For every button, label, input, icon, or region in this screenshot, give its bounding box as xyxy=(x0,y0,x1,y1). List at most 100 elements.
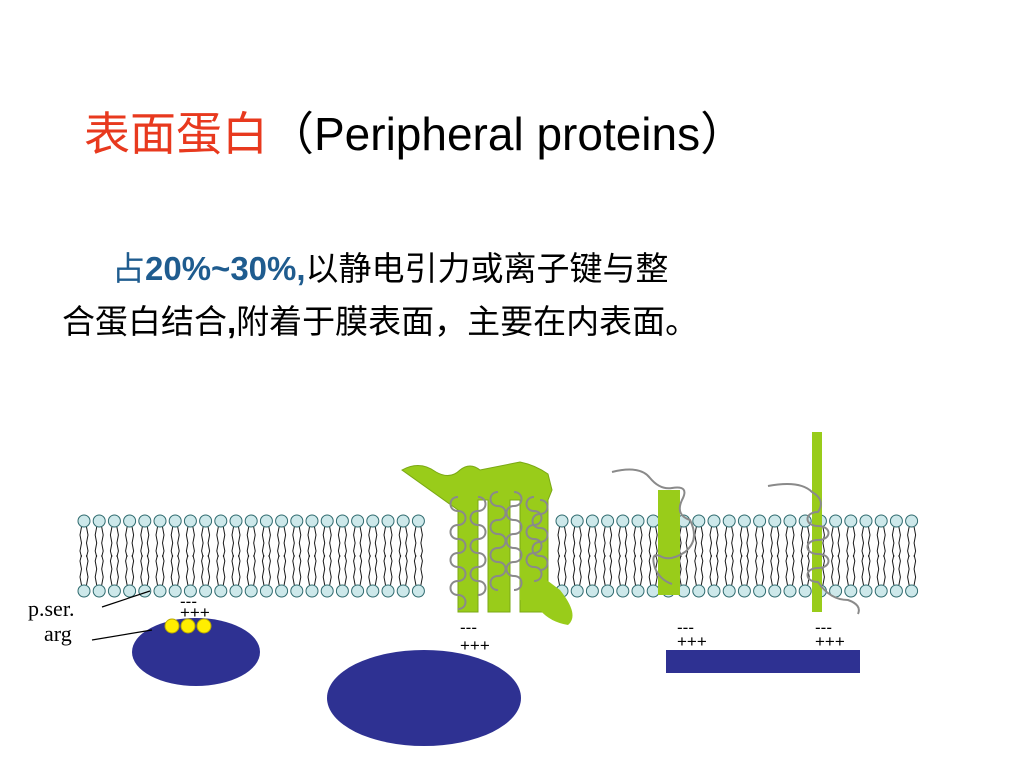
phospholipid xyxy=(692,554,706,598)
phospholipid xyxy=(320,514,334,558)
integral-protein-singlepass xyxy=(611,468,695,595)
phospholipid xyxy=(874,514,888,558)
phospholipid xyxy=(229,514,243,558)
phospholipid xyxy=(92,554,106,598)
phospholipid xyxy=(783,514,797,558)
phospholipid xyxy=(351,514,365,558)
charge-plus-center: +++ xyxy=(460,636,490,655)
label-pser: p.ser. xyxy=(28,596,75,621)
phospholipid xyxy=(92,514,106,558)
charge-plus-right-b: +++ xyxy=(815,632,845,651)
line2-start-text: 合蛋白结合 xyxy=(62,302,227,341)
charge-minus-center: --- xyxy=(460,618,477,637)
charge-plus-left: +++ xyxy=(180,603,210,622)
phospholipid xyxy=(616,514,630,558)
phospholipid xyxy=(844,514,858,558)
phospholipid xyxy=(275,554,289,598)
pser-arrow xyxy=(101,590,151,608)
phospholipid xyxy=(874,554,888,598)
description-line-1: 占20%~30%,以静电引力或离子键与整 xyxy=(112,247,669,291)
percent-text: 20%~30%, xyxy=(145,250,306,287)
phospholipid xyxy=(631,554,645,598)
charge-minus-left: --- xyxy=(180,592,197,611)
phospholipid xyxy=(199,554,213,598)
peripheral-protein-left xyxy=(132,618,260,686)
phospholipid xyxy=(366,514,380,558)
line2-rest-text: 附着于膜表面，主要在内表面。 xyxy=(236,302,699,341)
phospholipid xyxy=(153,514,167,558)
description-line-2: 合蛋白结合,附着于膜表面，主要在内表面。 xyxy=(62,300,698,344)
phospholipid xyxy=(351,554,365,598)
title-english: （Peripheral proteins） xyxy=(268,108,747,160)
phospholipid xyxy=(585,514,599,558)
phospholipid xyxy=(411,514,425,558)
phospholipid xyxy=(411,554,425,598)
phospholipid xyxy=(335,554,349,598)
phospholipid xyxy=(829,554,843,598)
phospholipid xyxy=(77,514,91,558)
phospholipid xyxy=(631,514,645,558)
integral-protein-rod xyxy=(767,432,860,615)
phospholipid xyxy=(844,554,858,598)
phospholipid xyxy=(601,514,615,558)
residue-1 xyxy=(164,618,180,634)
integral-protein-multipass xyxy=(401,461,573,625)
title-chinese: 表面蛋白 xyxy=(84,107,268,161)
prefix-text: 占 xyxy=(112,249,145,288)
phospholipid xyxy=(183,554,197,598)
phospholipid xyxy=(905,514,919,558)
phospholipid xyxy=(783,554,797,598)
phospholipid xyxy=(722,514,736,558)
phospholipid xyxy=(753,554,767,598)
phospholipid xyxy=(305,554,319,598)
phospholipid xyxy=(259,514,273,558)
phospholipid xyxy=(259,554,273,598)
phospholipid xyxy=(753,514,767,558)
phospholipid xyxy=(381,514,395,558)
phospholipid xyxy=(320,554,334,598)
phospholipid xyxy=(123,554,137,598)
line1-rest-text: 以静电引力或离子键与整 xyxy=(305,249,669,288)
phospholipid xyxy=(244,514,258,558)
phospholipid xyxy=(107,554,121,598)
phospholipid xyxy=(366,554,380,598)
phospholipid xyxy=(138,514,152,558)
phospholipid xyxy=(229,554,243,598)
arg-arrow xyxy=(91,629,153,641)
charge-plus-right-a: +++ xyxy=(677,632,707,651)
phospholipid xyxy=(585,554,599,598)
phospholipid xyxy=(722,554,736,598)
phospholipid xyxy=(168,554,182,598)
charge-minus-right-b: --- xyxy=(815,618,832,637)
phospholipid xyxy=(305,514,319,558)
phospholipid xyxy=(859,554,873,598)
phospholipid xyxy=(214,514,228,558)
phospholipid xyxy=(601,554,615,598)
phospholipid xyxy=(107,514,121,558)
phospholipid xyxy=(555,514,569,558)
phospholipid xyxy=(168,514,182,558)
phospholipid xyxy=(153,554,167,598)
phospholipid xyxy=(768,514,782,558)
phospholipid xyxy=(381,554,395,598)
phospholipid xyxy=(889,554,903,598)
phospholipid xyxy=(646,514,660,558)
phospholipid xyxy=(396,554,410,598)
residue-2 xyxy=(180,618,196,634)
slide-title: 表面蛋白（Peripheral proteins） xyxy=(84,104,746,164)
phospholipid xyxy=(616,554,630,598)
phospholipid xyxy=(859,514,873,558)
phospholipid xyxy=(123,514,137,558)
phospholipid xyxy=(138,554,152,598)
phospholipid xyxy=(396,514,410,558)
phospholipid xyxy=(183,514,197,558)
residue-3 xyxy=(196,618,212,634)
phospholipid xyxy=(768,554,782,598)
phospholipid xyxy=(829,514,843,558)
label-arg: arg xyxy=(44,621,72,646)
peripheral-protein-center xyxy=(327,650,521,746)
phospholipid xyxy=(798,554,812,598)
phospholipid xyxy=(290,554,304,598)
phospholipid xyxy=(214,554,228,598)
